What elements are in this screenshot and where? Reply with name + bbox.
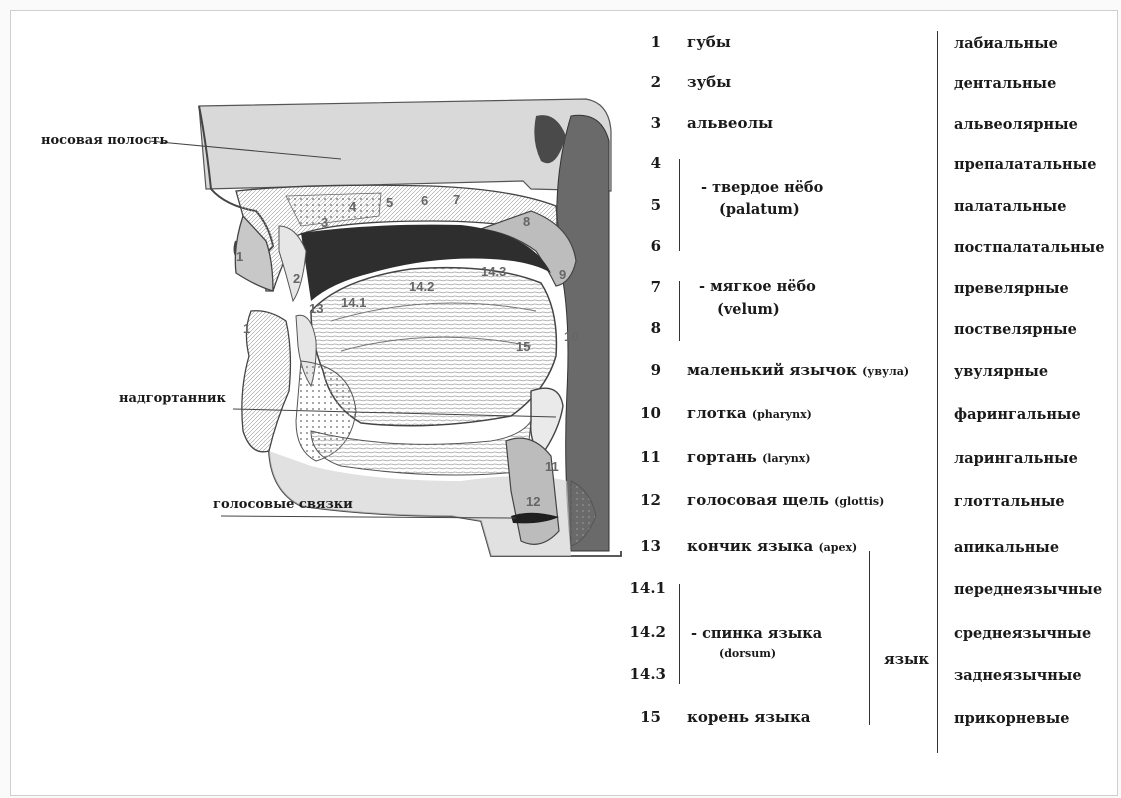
- row-term-13: кончик языка (apex): [687, 537, 857, 555]
- row-num-11: 11: [621, 448, 661, 466]
- hard-palate-bracket: [679, 159, 680, 251]
- area-number-4: 4: [349, 199, 357, 214]
- row-term-10-main: глотка: [687, 404, 747, 422]
- row-term-9-main: маленький язычок: [687, 361, 857, 379]
- hard-palate-latin: (palatum): [719, 201, 800, 218]
- row-num-1: 1: [621, 33, 661, 51]
- row-num-9: 9: [621, 361, 661, 379]
- adj-12: глоттальные: [954, 493, 1065, 510]
- row-term-12-main: голосовая щель: [687, 491, 829, 509]
- row-num-12: 12: [621, 491, 661, 509]
- area-number-7: 7: [453, 192, 460, 207]
- area-number-3: 3: [321, 215, 328, 230]
- row-term-2: зубы: [687, 73, 731, 91]
- area-number-13: 13: [309, 301, 323, 316]
- adj-3: альвеолярные: [954, 116, 1078, 133]
- vocal-tract-illustration: 1 1 2 3 4 5 6 7 8 9 10 11 12 13 14.1 14.…: [11, 11, 631, 571]
- area-number-11: 11: [545, 459, 559, 474]
- row-term-9-extra: (увула): [862, 365, 909, 378]
- soft-palate-latin: (velum): [717, 301, 780, 318]
- row-num-15: 15: [621, 708, 661, 726]
- row-term-13-extra: (apex): [818, 541, 857, 554]
- row-num-13: 13: [621, 537, 661, 555]
- row-num-7: 7: [621, 278, 661, 296]
- dorsum-latin: (dorsum): [719, 647, 776, 660]
- area-number-2: 2: [293, 271, 300, 286]
- area-number-12: 12: [526, 494, 540, 509]
- area-number-8: 8: [523, 214, 530, 229]
- adj-13: апикальные: [954, 539, 1059, 556]
- adj-14-2: среднеязычные: [954, 625, 1091, 642]
- area-number-1: 1: [236, 249, 243, 264]
- hard-palate-label: - твердое нёбо: [701, 179, 823, 196]
- adj-2: дентальные: [954, 75, 1056, 92]
- area-number-10: 10: [564, 329, 578, 344]
- adj-11: ларингальные: [954, 450, 1078, 467]
- dorsum-label: - спинка языка: [691, 625, 822, 642]
- row-term-9: маленький язычок (увула): [687, 361, 909, 379]
- row-term-15: корень языка: [687, 708, 811, 726]
- area-number-6: 6: [421, 193, 428, 208]
- adj-15: прикорневые: [954, 710, 1069, 727]
- row-term-10: глотка (pharynx): [687, 404, 812, 422]
- soft-palate-bracket: [679, 281, 680, 341]
- area-number-14-2: 14.2: [409, 279, 434, 294]
- row-num-6: 6: [621, 237, 661, 255]
- column-separator: [937, 31, 938, 753]
- row-term-10-extra: (pharynx): [752, 408, 812, 421]
- row-term-13-main: кончик языка: [687, 537, 813, 555]
- soft-palate-label: - мягкое нёбо: [699, 278, 816, 295]
- row-num-14-1: 14.1: [626, 579, 666, 597]
- area-number-14-1: 14.1: [341, 295, 366, 310]
- row-term-3: альвеолы: [687, 114, 773, 132]
- label-nasal-cavity: носовая полость: [41, 133, 168, 148]
- area-number-9: 9: [559, 267, 566, 282]
- row-term-11-extra: (larynx): [762, 452, 810, 465]
- adj-5: палатальные: [954, 198, 1066, 215]
- adj-14-1: переднеязычные: [954, 581, 1102, 598]
- row-num-14-2: 14.2: [626, 623, 666, 641]
- adj-4: препалатальные: [954, 156, 1096, 173]
- row-num-5: 5: [621, 196, 661, 214]
- row-num-14-3: 14.3: [626, 665, 666, 683]
- adj-14-3: заднеязычные: [954, 667, 1082, 684]
- row-num-10: 10: [621, 404, 661, 422]
- row-num-2: 2: [621, 73, 661, 91]
- adj-8: поствелярные: [954, 321, 1077, 338]
- tongue-bracket: [869, 551, 870, 725]
- row-term-11: гортань (larynx): [687, 448, 811, 466]
- area-number-1b: 1: [243, 321, 250, 336]
- row-num-8: 8: [621, 319, 661, 337]
- label-vocal-cords: голосовые связки: [213, 497, 353, 512]
- row-term-11-main: гортань: [687, 448, 757, 466]
- row-term-1: губы: [687, 33, 731, 51]
- row-term-12: голосовая щель (glottis): [687, 491, 884, 509]
- adj-9: увулярные: [954, 363, 1048, 380]
- adj-6: постпалатальные: [954, 239, 1105, 256]
- row-term-12-extra: (glottis): [834, 495, 884, 508]
- row-num-3: 3: [621, 114, 661, 132]
- tongue-label: язык: [884, 651, 929, 668]
- row-num-4: 4: [621, 154, 661, 172]
- area-number-15: 15: [516, 339, 530, 354]
- figure-frame: 1 1 2 3 4 5 6 7 8 9 10 11 12 13 14.1 14.…: [10, 10, 1118, 796]
- dorsum-bracket: [679, 584, 680, 684]
- adj-10: фарингальные: [954, 406, 1081, 423]
- area-number-5: 5: [386, 195, 393, 210]
- adj-7: превелярные: [954, 280, 1069, 297]
- adj-1: лабиальные: [954, 35, 1058, 52]
- label-epiglottis: надгортанник: [119, 391, 226, 406]
- area-number-14-3: 14.3: [481, 264, 506, 279]
